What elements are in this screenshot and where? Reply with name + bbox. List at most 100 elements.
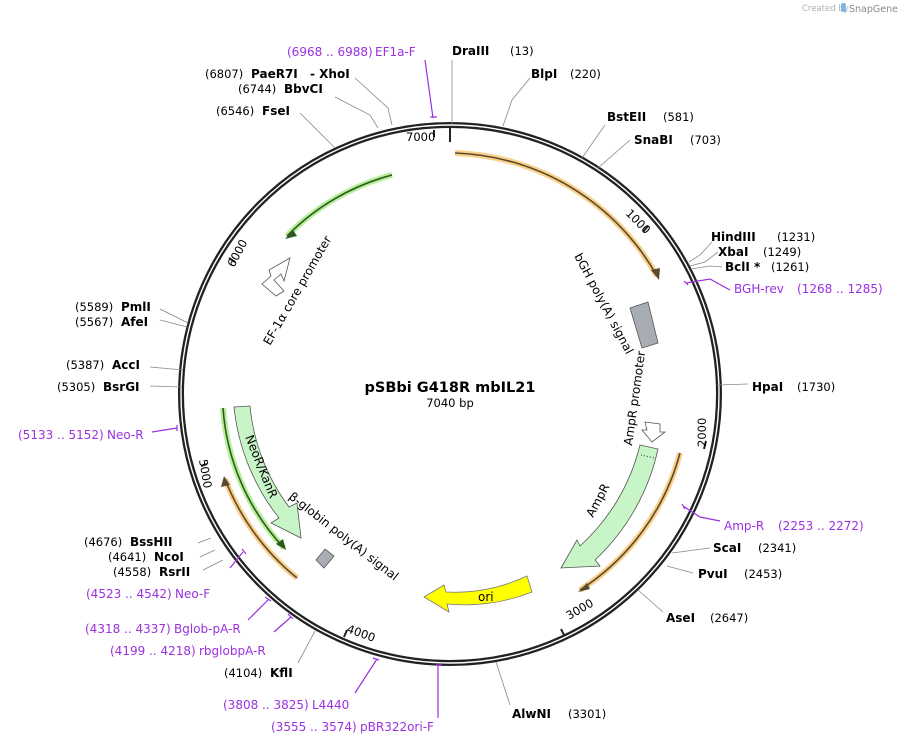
map-label: BclI * [725, 260, 761, 274]
map-label: Bglob-pA-R [174, 622, 241, 636]
enzyme-asei[interactable]: AseI (2647) [666, 611, 748, 625]
enzyme-acci[interactable]: (5387) AccI [66, 358, 140, 372]
map-label: (6807) [205, 67, 243, 81]
snapgene-credit: Created by SnapGene [802, 3, 898, 15]
map-label: (1730) [797, 380, 835, 394]
map-label: (2453) [744, 567, 782, 581]
orf-arc-top-right[interactable] [454, 150, 660, 280]
feature-ori[interactable]: ori [423, 575, 533, 613]
feature-ampr[interactable]: AmpR [560, 444, 659, 569]
map-label: (5387) [66, 358, 104, 372]
map-label: ScaI [713, 541, 741, 555]
primer-amp-r[interactable]: Amp-R (2253 .. 2272) [724, 519, 864, 533]
map-label: (220) [570, 67, 601, 81]
credit-brand: SnapGene [849, 4, 898, 15]
map-label: (13) [510, 44, 534, 58]
enzyme-pvui[interactable]: PvuI (2453) [698, 567, 782, 581]
enzyme-ncoi[interactable]: (4641) NcoI [108, 550, 184, 564]
map-label: Amp-R [724, 519, 764, 533]
primer-bgh-rev[interactable]: BGH-rev (1268 .. 1285) [734, 282, 883, 296]
enzyme-dralll[interactable]: DraIII (13) [452, 44, 534, 58]
orf-arc-left-green[interactable] [220, 407, 287, 551]
map-label: (5589) [75, 300, 113, 314]
orf-arc-right[interactable] [578, 452, 683, 593]
enzyme-bcli[interactable]: BclI * (1261) [725, 260, 809, 274]
map-label: (2341) [758, 541, 796, 555]
map-label: (1231) [777, 230, 815, 244]
ticks [200, 126, 707, 638]
map-label: rbglobpA-R [199, 644, 266, 658]
map-label: (4104) [224, 666, 262, 680]
primer-neo-f[interactable]: (4523 .. 4542) Neo-F [86, 587, 210, 601]
orf-arc-left-orange[interactable] [221, 476, 299, 581]
map-label: Neo-R [107, 428, 144, 442]
map-label: PvuI [698, 567, 728, 581]
primer-pbr322ori-f[interactable]: (3555 .. 3574) pBR322ori-F [271, 720, 434, 734]
map-label: (581) [663, 110, 694, 124]
primer-rbglobpa-r[interactable]: (4199 .. 4218) rbglobpA-R [110, 644, 266, 658]
map-label: (5133 .. 5152) [18, 428, 104, 442]
enzyme-paer7i-xhoi[interactable]: (6807) PaeR7I - XhoI [205, 67, 350, 81]
enzyme-bbvci[interactable]: (6744) BbvCI [238, 82, 323, 96]
primer-l4440[interactable]: (3808 .. 3825) L4440 [223, 698, 349, 712]
map-label: (2647) [710, 611, 748, 625]
enzyme-rsrii[interactable]: (4558) RsrII [113, 565, 190, 579]
map-label: PmlI [121, 300, 151, 314]
enzyme-blpi[interactable]: BlpI (220) [531, 67, 601, 81]
map-label: FseI [262, 104, 290, 118]
enzyme-hindiii[interactable]: HindIII (1231) [711, 230, 815, 244]
map-label: (1249) [763, 245, 801, 259]
map-label: (4641) [108, 550, 146, 564]
map-label: pBR322ori-F [360, 720, 434, 734]
enzyme-afei[interactable]: (5567) AfeI [75, 315, 148, 329]
tick-2000: 2000 [695, 418, 709, 447]
map-label: (1261) [771, 260, 809, 274]
credit-prefix: Created by [802, 4, 849, 14]
enzyme-bsrgi[interactable]: (5305) BsrGI [57, 380, 140, 394]
enzyme-xbai[interactable]: XbaI (1249) [718, 245, 801, 259]
plasmid-backbone [178, 122, 722, 666]
map-label: XbaI [718, 245, 748, 259]
map-label: NcoI [154, 550, 184, 564]
map-label: BstEII [607, 110, 646, 124]
map-label: (4199 .. 4218) [110, 644, 196, 658]
map-label: - XhoI [310, 67, 350, 81]
enzyme-alwni[interactable]: AlwNI (3301) [512, 707, 606, 721]
map-label: BGH-rev [734, 282, 784, 296]
enzyme-leaders [149, 60, 749, 706]
map-label: (4523 .. 4542) [86, 587, 172, 601]
map-label: BlpI [531, 67, 557, 81]
map-label: (6546) [216, 104, 254, 118]
enzyme-kfli[interactable]: (4104) KflI [224, 666, 293, 680]
map-label: SnaBI [634, 133, 673, 147]
feature-bgh-polya[interactable]: bGH poly(A) signal [571, 251, 659, 356]
map-label: (6968 .. 6988) [287, 45, 373, 59]
map-label: HindIII [711, 230, 756, 244]
enzyme-bsshii[interactable]: (4676) BssHII [84, 535, 172, 549]
enzyme-snabi[interactable]: SnaBI (703) [634, 133, 721, 147]
primer-bglob-pa-r[interactable]: (4318 .. 4337) Bglob-pA-R [85, 622, 241, 636]
enzyme-pmli[interactable]: (5589) PmlI [75, 300, 151, 314]
map-label: KflI [270, 666, 293, 680]
map-label: AfeI [121, 315, 148, 329]
tick-7000: 7000 [406, 130, 435, 144]
map-label: (4318 .. 4337) [85, 622, 171, 636]
map-label: AlwNI [512, 707, 551, 721]
feature-ampr-promoter[interactable]: AmpR promoter [621, 350, 667, 446]
map-label: BssHII [130, 535, 172, 549]
enzyme-fsei[interactable]: (6546) FseI [216, 104, 290, 118]
enzyme-scai[interactable]: ScaI (2341) [713, 541, 796, 555]
enzyme-bsteii[interactable]: BstEII (581) [607, 110, 694, 124]
feature-ef1a-promoter[interactable]: EF-1α core promoter [260, 233, 334, 347]
map-label: Neo-F [175, 587, 210, 601]
orf-arc-top-left-green[interactable] [284, 172, 393, 239]
feature-bglobin-polya[interactable]: β-globin poly(A) signal [286, 489, 401, 583]
map-label: (4558) [113, 565, 151, 579]
enzyme-hpai[interactable]: HpaI (1730) [752, 380, 835, 394]
feature-label-ori: ori [478, 590, 494, 604]
map-label: (3555 .. 3574) [271, 720, 357, 734]
primer-ef1a-f[interactable]: (6968 .. 6988) EF1a-F [287, 45, 416, 59]
map-label: (4676) [84, 535, 122, 549]
primer-neo-r[interactable]: (5133 .. 5152) Neo-R [18, 428, 144, 442]
primer-leaders [151, 59, 731, 718]
